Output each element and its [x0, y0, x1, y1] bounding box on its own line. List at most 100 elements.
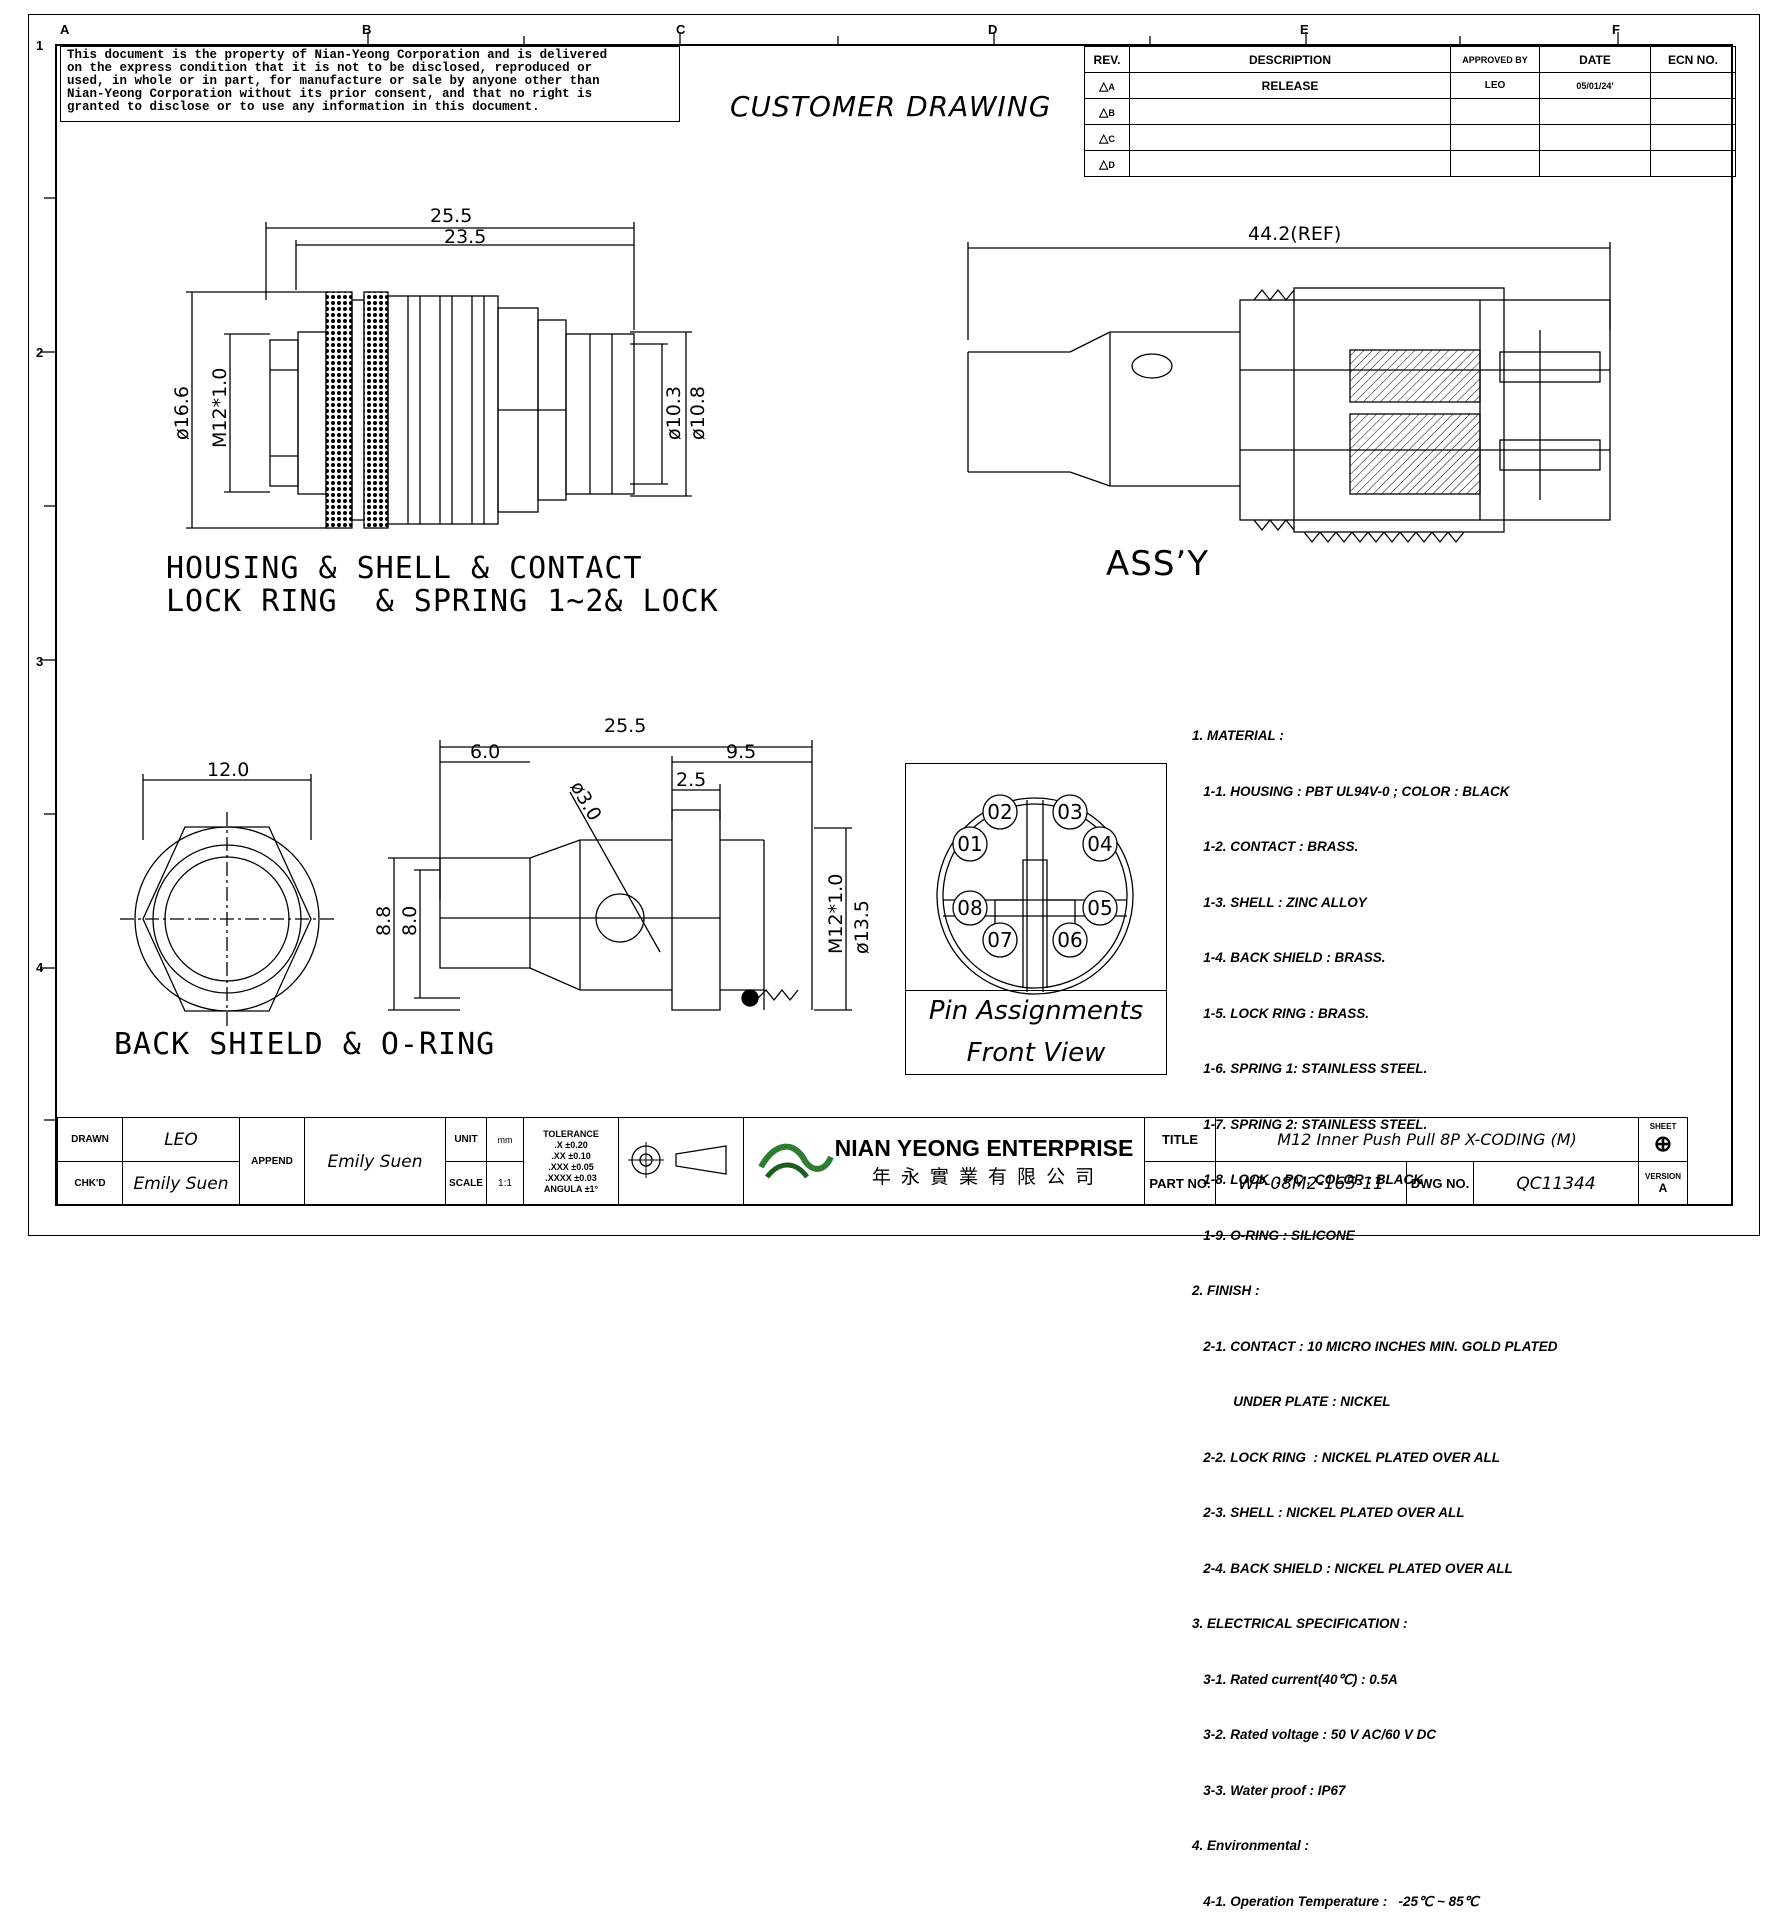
dim-dia-a: ø10.3 [663, 386, 685, 440]
note-line: 1-6. SPRING 1: STAINLESS STEEL. [1192, 1061, 1428, 1076]
assembly-caption: ASS’Y [1106, 544, 1209, 584]
dim-overall-length: 25.5 [430, 205, 472, 227]
drawn-value: LEO [122, 1117, 240, 1162]
zone-col-c: C [676, 22, 686, 37]
zone-row-4: 4 [36, 960, 44, 975]
append-value: Emily Suen [304, 1117, 446, 1206]
sheet-symbol-icon: ⊕ [1653, 1131, 1673, 1156]
note-line: UNDER PLATE : NICKEL [1192, 1394, 1391, 1409]
pin-label: 01 [957, 832, 982, 856]
title-value: M12 Inner Push Pull 8P X-CODING (M) [1215, 1117, 1639, 1162]
zone-col-d: D [988, 22, 998, 37]
note-line: 1. MATERIAL : [1192, 728, 1284, 743]
dim-rear: 9.5 [726, 741, 756, 763]
pin-assignment-box [905, 763, 1167, 1075]
unit-value: mm [486, 1117, 524, 1162]
company-logo-icon [758, 1143, 834, 1179]
dim-body-length: 23.5 [444, 226, 486, 248]
rev-ecn [1650, 124, 1736, 151]
dim-back-thread: M12*1.0 [825, 874, 847, 954]
zone-row-2: 2 [36, 345, 44, 360]
dim-step: 2.5 [676, 769, 706, 791]
third-angle-projection-icon [628, 1142, 727, 1178]
note-line: 4-1. Operation Temperature : -25℃ ~ 85℃ [1192, 1893, 1479, 1909]
technical-drawings: 01 02 03 04 05 06 07 08 25.5 23.5 ø16.6 … [40, 32, 1619, 1121]
note-line: 1-3. SHELL : ZINC ALLOY [1192, 894, 1367, 910]
tolerance-row: .XX ±0.10 [551, 1150, 591, 1161]
pin-box-divider [905, 990, 1167, 991]
dim-assembly-length: 44.2(REF) [1248, 223, 1341, 245]
notice-line: on the express condition that it is not … [67, 61, 593, 75]
part-value: WP-08M2-165-11 [1215, 1161, 1407, 1206]
rev-header: APPROVED BY [1450, 46, 1540, 73]
note-line: 1-2. CONTACT : BRASS. [1192, 839, 1359, 854]
note-line: 1-4. BACK SHIELD : BRASS. [1192, 950, 1386, 965]
back-shield-end-view [120, 774, 334, 1026]
rev-date [1539, 150, 1651, 177]
pin-label: 02 [987, 800, 1012, 824]
rev-header: REV. [1084, 46, 1130, 73]
rev-description [1129, 150, 1451, 177]
note-line: 3-3. Water proof : IP67 [1192, 1782, 1346, 1798]
note-line: 3-2. Rated voltage : 50 V AC/60 V DC [1192, 1727, 1437, 1742]
drawn-label: DRAWN [57, 1117, 123, 1162]
dim-dia-b: ø10.8 [687, 386, 709, 440]
rev-triangle-icon: △ [1099, 130, 1109, 145]
dim-hole: ø3.0 [566, 778, 606, 825]
pin-label: 08 [957, 896, 982, 920]
version-cell: VERSION A [1638, 1161, 1688, 1206]
note-line: 2-1. CONTACT : 10 MICRO INCHES MIN. GOLD… [1192, 1338, 1558, 1354]
rev-approved [1450, 150, 1540, 177]
company-name-en: NIAN YEONG ENTERPRISE [834, 1134, 1134, 1161]
pin-caption-line2: Front View [966, 1038, 1106, 1068]
back-shield-side-view [388, 740, 852, 1011]
dim-front: 6.0 [470, 741, 500, 763]
tolerance-row: ANGULA ±1° [543, 1183, 599, 1194]
zone-row-1: 1 [36, 38, 44, 53]
pin-label: 04 [1087, 832, 1112, 856]
projection-symbol [618, 1117, 744, 1206]
tolerance-block: TOLERANCE .X ±0.20 .XX ±0.10 .XXX ±0.05 … [523, 1117, 619, 1206]
tolerance-row: .X ±0.20 [554, 1139, 588, 1150]
dwg-value: QC11344 [1473, 1161, 1639, 1206]
sheet-label: SHEET [1649, 1122, 1677, 1131]
note-line: 4. Environmental : [1192, 1838, 1310, 1853]
version-value: A [1658, 1181, 1668, 1195]
notice-line: granted to disclose or to use any inform… [67, 100, 540, 114]
zone-col-b: B [362, 22, 372, 37]
dim-h1: 8.8 [373, 906, 395, 936]
note-line: 2. FINISH : [1192, 1283, 1260, 1298]
rev-ecn [1650, 150, 1736, 177]
pin-circles [952, 794, 1118, 958]
pin-label: 03 [1057, 800, 1082, 824]
company-name-zh: 年 永 實 業 有 限 公 司 [871, 1165, 1097, 1188]
note-line: 1-1. HOUSING : PBT UL94V-0 ; COLOR : BLA… [1192, 783, 1510, 799]
tolerance-row: .XXXX ±0.03 [545, 1172, 597, 1183]
notice-line: This document is the property of Nian-Ye… [67, 48, 608, 62]
note-line: 2-4. BACK SHIELD : NICKEL PLATED OVER AL… [1192, 1560, 1513, 1576]
dim-outer-diameter: ø16.6 [171, 386, 193, 440]
dim-back-dia: ø13.5 [851, 900, 873, 954]
note-line: 2-2. LOCK RING : NICKEL PLATED OVER ALL [1192, 1449, 1501, 1465]
version-label: VERSION [1644, 1172, 1681, 1181]
note-line: 2-3. SHELL : NICKEL PLATED OVER ALL [1192, 1505, 1465, 1520]
zone-col-a: A [60, 22, 70, 37]
back-shield-caption: BACK SHIELD & O-RING [114, 1027, 496, 1062]
part-label: PART NO. [1144, 1161, 1216, 1206]
rev-ecn [1650, 72, 1736, 99]
assembly-view [967, 242, 1611, 544]
note-line: 3-1. Rated current(40℃) : 0.5A [1192, 1671, 1398, 1687]
title-label: TITLE [1144, 1117, 1216, 1162]
note-line: 1-5. LOCK RING : BRASS. [1192, 1005, 1370, 1021]
rev-triangle-icon: △ [1099, 104, 1109, 119]
revision-table: REV. DESCRIPTION APPROVED BY DATE ECN NO… [1084, 46, 1736, 177]
notice-line: used, in whole or in part, for manufactu… [67, 74, 600, 88]
pin-caption-line1: Pin Assignments [928, 996, 1144, 1026]
pin-caption: Pin Assignments Front View [905, 990, 1167, 1074]
dwg-label: DWG NO. [1406, 1161, 1474, 1206]
sheet-cell: SHEET ⊕ [1638, 1117, 1688, 1162]
rev-description: RELEASE [1129, 72, 1451, 99]
rev-header: ECN NO. [1650, 46, 1736, 73]
append-label: APPEND [239, 1117, 305, 1206]
title-block: DRAWN LEO APPEND Emily Suen UNIT mm TOLE… [57, 1117, 1688, 1206]
